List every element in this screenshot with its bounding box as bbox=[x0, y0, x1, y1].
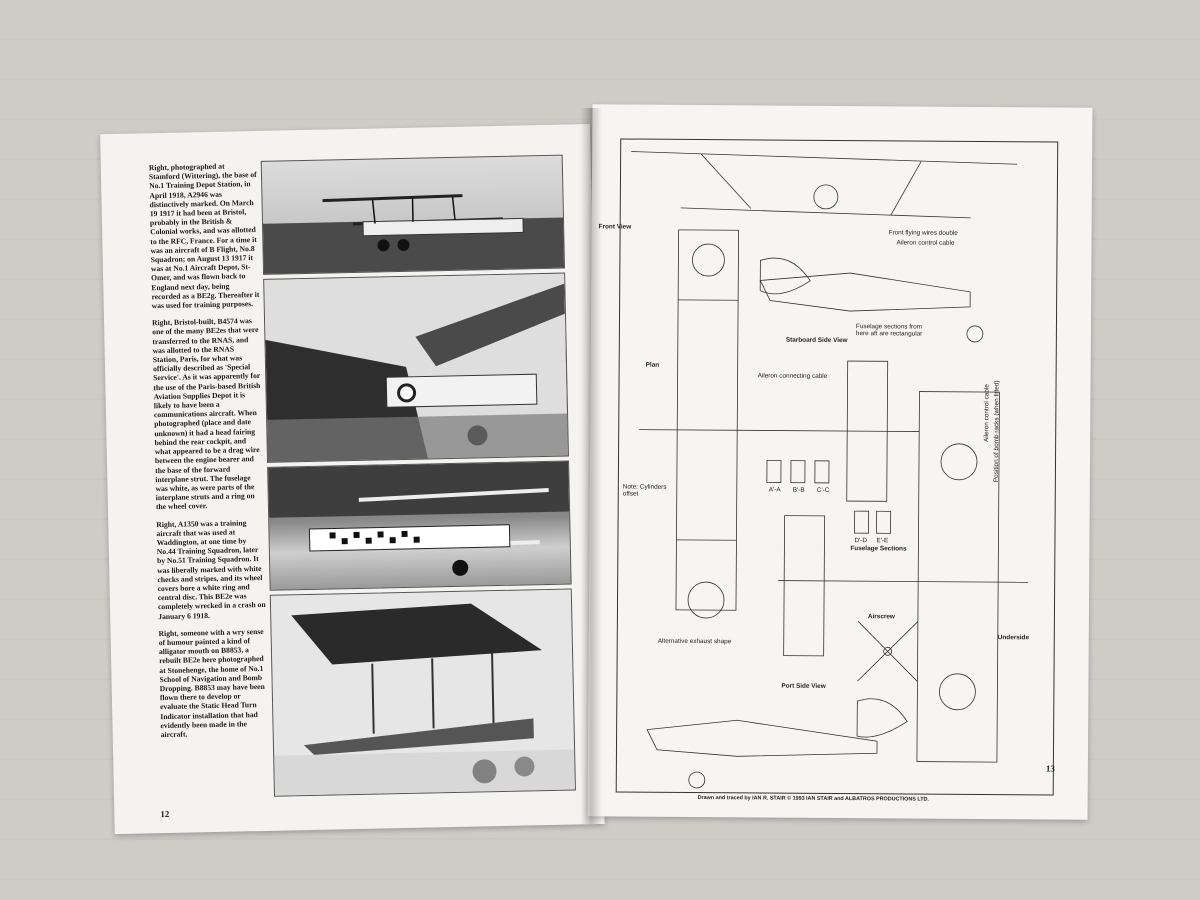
drawing-credit: Drawn and traced by IAN R. STAIR © 1993 … bbox=[697, 795, 929, 803]
label-aileron-control-cable-vertical: Aileron control cable bbox=[983, 384, 991, 443]
label-cylinders-note: Note: Cylinders offset bbox=[622, 483, 667, 498]
book-spine-shadow bbox=[580, 108, 602, 824]
label-front-view: Front View bbox=[598, 223, 632, 231]
label-section-cc: C'-C bbox=[816, 486, 830, 494]
label-section-aa: A'-A bbox=[768, 486, 781, 494]
caption-1: Right, photographed at Stamford (Witteri… bbox=[148, 161, 260, 311]
aircraft-line-drawing bbox=[631, 151, 1029, 789]
right-page: Front View Front flying wires double Ail… bbox=[587, 104, 1093, 820]
photo-aircraft-b8853 bbox=[269, 588, 576, 797]
caption-3: Right, A1350 was a training aircraft tha… bbox=[156, 517, 266, 621]
label-section-bb: B'-B bbox=[792, 486, 805, 494]
label-underside: Underside bbox=[997, 634, 1030, 642]
caption-2: Right, Bristol-built, B4574 was one of t… bbox=[151, 316, 261, 512]
label-plan: Plan bbox=[645, 361, 660, 369]
page-number-left: 12 bbox=[160, 808, 170, 820]
label-starboard-side-view: Starboard Side View bbox=[785, 336, 848, 345]
page-number-right: 13 bbox=[1045, 763, 1055, 774]
label-section-ee: E'-E bbox=[876, 537, 889, 545]
label-aileron-control-cable: Aileron control cable bbox=[896, 239, 955, 247]
label-airscrew: Airscrew bbox=[867, 613, 895, 621]
caption-column: Right, photographed at Stamford (Witteri… bbox=[149, 161, 269, 747]
photo-aircraft-b4574 bbox=[263, 272, 569, 463]
open-magazine: Right, photographed at Stamford (Witteri… bbox=[96, 96, 1093, 835]
label-alt-exhaust: Alternative exhaust shape bbox=[657, 637, 732, 646]
photo-aircraft-a2946 bbox=[260, 154, 566, 275]
photo-aircraft-a1350 bbox=[267, 460, 572, 591]
label-fuselage-sections: Fuselage Sections bbox=[850, 545, 907, 553]
label-fuselage-sections-note: Fuselage sections from here aft are rect… bbox=[855, 323, 923, 338]
caption-4: Right, someone with a wry sense of humou… bbox=[158, 626, 265, 740]
technical-drawing: Front View Front flying wires double Ail… bbox=[599, 138, 1059, 796]
label-aileron-connecting-cable: Aileron connecting cable bbox=[757, 372, 828, 380]
label-bomb-racks-note: Position of bomb racks (when fitted) bbox=[992, 380, 1001, 483]
label-section-dd: D'-D bbox=[854, 537, 868, 545]
left-page: Right, photographed at Stamford (Witteri… bbox=[100, 124, 605, 835]
label-front-flying-wires: Front flying wires double bbox=[888, 229, 958, 237]
label-port-side-view: Port Side View bbox=[781, 682, 826, 690]
